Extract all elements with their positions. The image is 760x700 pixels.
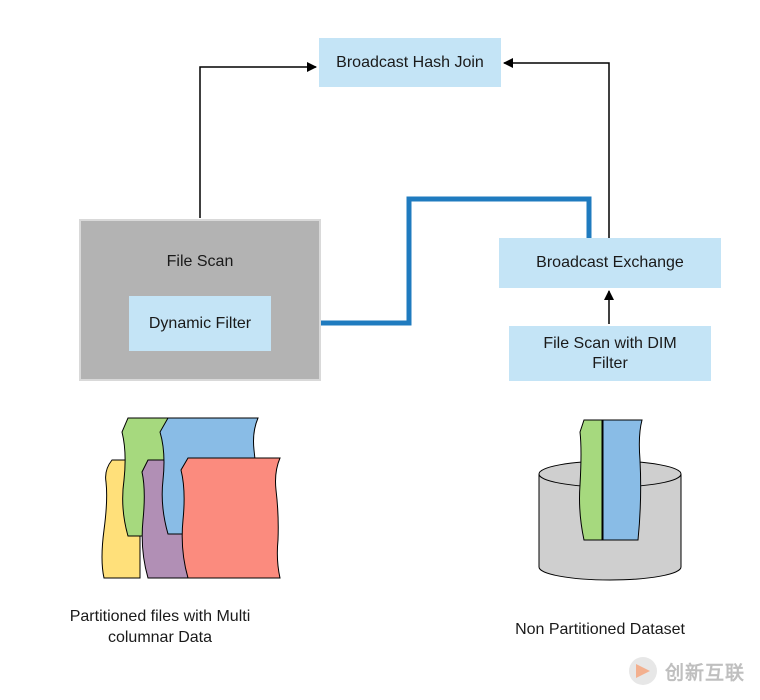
edge-filescan-to-join: [199, 62, 317, 218]
watermark: 创新互联: [627, 654, 757, 688]
caption-partitioned-line-1: Partitioned files with Multi: [69, 608, 251, 625]
column-green: [579, 419, 603, 541]
node-file-scan-dim-filter: File Scan with DIM Filter: [509, 326, 711, 381]
caption-non-partitioned-label: Non Partitioned Dataset: [515, 621, 685, 638]
dataset-cylinder-icon: [538, 419, 682, 581]
node-dynamic-filter-label: Dynamic Filter: [148, 314, 252, 332]
partitioned-files-icon: [101, 417, 281, 579]
caption-partitioned-files: Partitioned files with Multi columnar Da…: [40, 606, 280, 648]
watermark-text: 创新互联: [665, 662, 746, 684]
node-file-scan-dim-label-2: Filter: [592, 354, 628, 372]
file-red: [180, 457, 281, 579]
caption-partitioned-line-2: columnar Data: [107, 629, 213, 646]
node-file-scan-dim-label-1: File Scan with DIM: [543, 334, 677, 352]
node-broadcast-hash-join-label: Broadcast Hash Join: [336, 53, 484, 71]
node-broadcast-hash-join: Broadcast Hash Join: [319, 38, 501, 87]
watermark-logo-icon: [629, 657, 657, 685]
caption-non-partitioned: Non Partitioned Dataset: [490, 619, 710, 640]
edge-exchange-to-join: [503, 58, 610, 238]
node-file-scan-label: File Scan: [166, 253, 234, 270]
node-broadcast-exchange-label: Broadcast Exchange: [536, 254, 684, 271]
node-broadcast-exchange: Broadcast Exchange: [499, 238, 721, 288]
edge-dynamic-filter-feedback: [274, 196, 592, 329]
column-blue: [602, 419, 643, 541]
node-dynamic-filter: Dynamic Filter: [129, 296, 271, 351]
